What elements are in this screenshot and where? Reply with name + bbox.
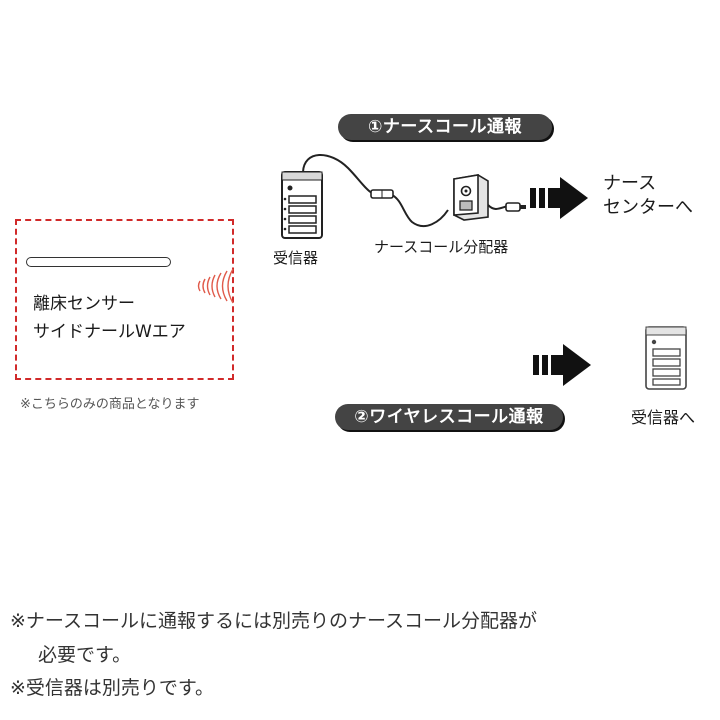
sensor-mat-icon (26, 257, 171, 267)
arrow-right-icon (533, 344, 591, 386)
signal-waves-icon (197, 268, 234, 304)
sensor-product-box: 離床センサー サイドナールWエア (15, 219, 234, 380)
receiver-icon (645, 326, 687, 390)
footnote-receiver: ※受信器は別売りです。 (10, 677, 215, 699)
sensor-note: ※こちらのみの商品となります (20, 397, 200, 412)
route1-label: ①ナースコール通報 (338, 114, 552, 140)
sensor-name-line1: 離床センサー (33, 294, 135, 314)
sensor-name-line2: サイドナールWエア (33, 322, 186, 342)
nurse-center-destination: ナース センターへ (603, 172, 693, 220)
to-receiver-label: 受信器へ (631, 408, 696, 427)
distributor-icon (453, 174, 489, 221)
route2-label: ②ワイヤレスコール通報 (335, 404, 563, 430)
receiver-icon (281, 171, 323, 239)
arrow-right-icon (530, 177, 588, 219)
receiver-label: 受信器 (273, 249, 319, 267)
footnote-distributor: ※ナースコールに通報するには別売りのナースコール分配器が (10, 610, 538, 632)
nurse-center-line2: センターへ (603, 197, 693, 218)
footnote-distributor-cont: 必要です。 (38, 644, 132, 666)
distributor-label: ナースコール分配器 (374, 238, 509, 256)
plug-icon (505, 202, 526, 212)
nurse-center-line1: ナース (603, 173, 657, 194)
cable-connector-icon (370, 189, 394, 199)
